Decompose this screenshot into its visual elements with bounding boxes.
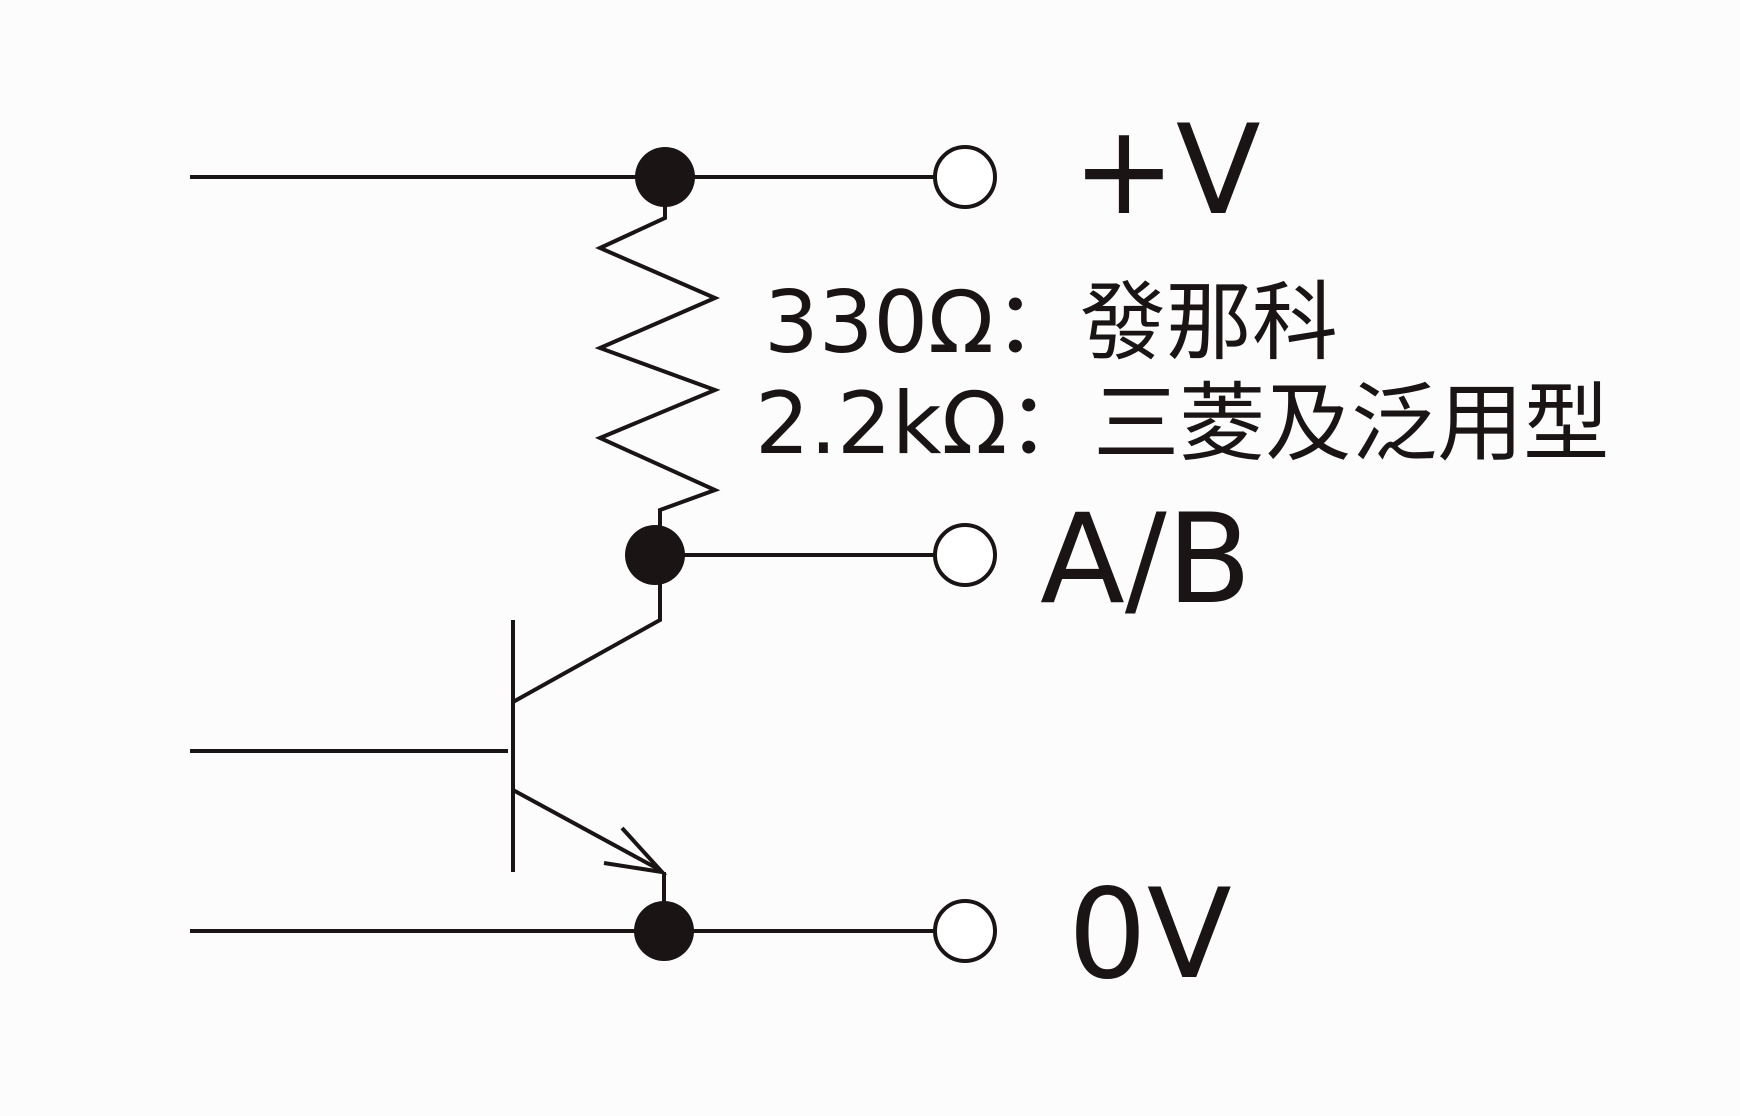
ground-terminal — [933, 899, 997, 963]
ground-junction-node — [634, 901, 694, 961]
output-terminal — [933, 523, 997, 587]
output-label: A/B — [1040, 488, 1252, 632]
supply-label: +V — [1072, 99, 1261, 243]
supply-junction-node — [635, 147, 695, 207]
resistor-note-fanuc: 330Ω：發那科 — [764, 273, 1338, 373]
output-junction-node — [625, 525, 685, 585]
ground-label: 0V — [1068, 863, 1232, 1007]
supply-terminal — [933, 145, 997, 209]
emitter-arrow — [603, 826, 668, 875]
emitter-lead — [512, 788, 661, 872]
resistor-zigzag — [594, 177, 721, 555]
resistor-note-mitsubishi: 2.2kΩ：三菱及泛用型 — [755, 374, 1609, 474]
